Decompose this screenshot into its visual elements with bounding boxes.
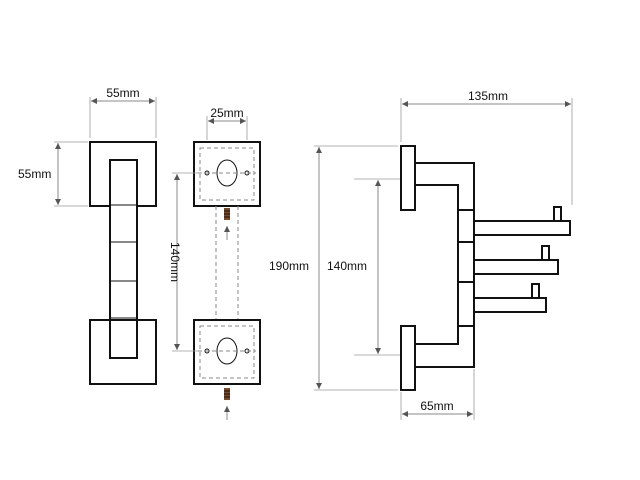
side-projection-label: 135mm xyxy=(468,89,508,103)
mount-top-plate xyxy=(193,141,261,207)
side-arm-label: 140mm xyxy=(327,259,367,273)
mount-hole-label: 25mm xyxy=(210,106,243,120)
side-column-segment xyxy=(457,209,475,243)
side-bottom-wall-plate xyxy=(400,325,416,391)
side-lower-bracket xyxy=(414,325,475,368)
side-total-label: 190mm xyxy=(269,259,309,273)
mounting-view: 25mm 140mm xyxy=(168,106,261,420)
mount-bottom-inner xyxy=(199,325,255,379)
mount-bottom-plate xyxy=(193,319,261,385)
mount-top-inner xyxy=(199,147,255,201)
side-upper-bracket xyxy=(414,162,475,213)
side-column-segment xyxy=(457,241,475,283)
side-arm-end-peg xyxy=(531,283,540,299)
front-bar-overlap xyxy=(109,319,138,359)
side-arm-end-peg xyxy=(541,245,550,261)
side-top-wall-plate xyxy=(400,145,416,211)
side-swivel-arm-top xyxy=(473,220,571,236)
side-depth-label: 65mm xyxy=(420,399,453,413)
front-width-label: 55mm xyxy=(106,86,139,100)
side-swivel-arm-middle xyxy=(473,259,559,275)
front-height-label: 55mm xyxy=(18,167,51,181)
front-view: 55mm 55mm xyxy=(18,86,157,385)
side-arm-end-peg xyxy=(553,206,562,222)
side-swivel-arm-bottom xyxy=(473,297,547,313)
side-view: 190mm 140mm 135mm 65mm xyxy=(269,89,573,420)
side-column-segment xyxy=(457,281,475,327)
mount-spacing-label: 140mm xyxy=(168,242,182,282)
